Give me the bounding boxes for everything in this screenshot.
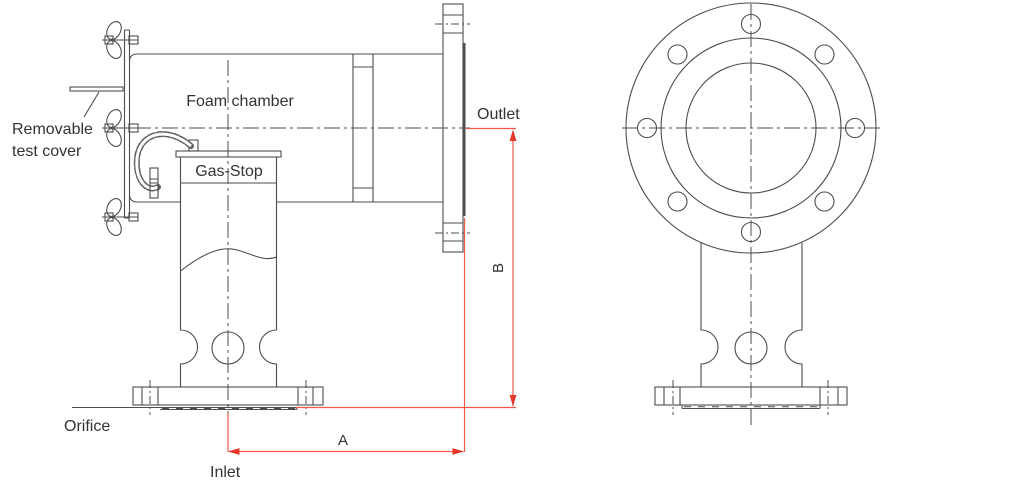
barrel-sleeve-band — [352, 54, 374, 202]
side-view — [69, 3, 470, 428]
inlet-flange — [132, 380, 324, 415]
gas-stop-housing — [175, 139, 282, 387]
test-cover-leader-line — [83, 91, 100, 118]
orifice-plate — [72, 406, 298, 411]
flange-bolt-holes — [636, 13, 866, 243]
gas-stop-lid — [175, 150, 282, 158]
dimension-a-label: A — [338, 432, 348, 449]
front-inlet-flange — [654, 380, 848, 415]
dim-a-arrow-left — [228, 448, 240, 455]
flange-bore-circle — [685, 62, 817, 194]
outlet-bolt-centerlines — [435, 23, 470, 234]
foam-chamber-body — [128, 53, 443, 203]
dim-a-arrow-right — [452, 448, 464, 455]
chain-post — [149, 167, 159, 199]
flange-raised-face-circle — [660, 37, 842, 219]
dimension-lines — [227, 127, 517, 455]
break-line — [180, 248, 277, 272]
riser-side-hole — [211, 331, 245, 365]
wing-nut-top — [102, 21, 139, 59]
outlet-label: Outlet — [477, 106, 520, 123]
foam-chamber-label: Foam chamber — [186, 93, 294, 110]
front-view — [622, 2, 880, 425]
wing-nut-middle — [102, 109, 139, 147]
front-riser-side-hole — [734, 331, 768, 365]
wing-nut-bottom — [102, 198, 139, 236]
dimension-b — [509, 129, 517, 407]
removable-test-cover-label-line2: test cover — [12, 143, 82, 160]
dimension-a — [228, 448, 464, 455]
test-cover-handle — [69, 86, 124, 92]
front-orifice-plate — [681, 405, 821, 410]
front-flange — [625, 2, 877, 254]
dim-b-arrow-up — [509, 129, 517, 141]
front-inlet-bolt-centerlines — [672, 380, 829, 415]
inlet-label: Inlet — [210, 464, 241, 481]
orifice-label: Orifice — [64, 418, 110, 435]
gas-stop-label: Gas-Stop — [195, 163, 263, 180]
dim-b-arrow-down — [509, 395, 517, 407]
flange-outer-circle — [625, 2, 877, 254]
outlet-flange — [435, 3, 470, 253]
test-cover-chain — [133, 131, 194, 192]
inlet-bolt-centerlines — [149, 380, 307, 415]
annotations: Foam chamber Removable test cover Gas-St… — [12, 93, 520, 481]
removable-test-cover-label-line1: Removable — [12, 121, 93, 138]
front-riser-column — [700, 243, 803, 387]
dimension-b-label: B — [490, 263, 507, 273]
